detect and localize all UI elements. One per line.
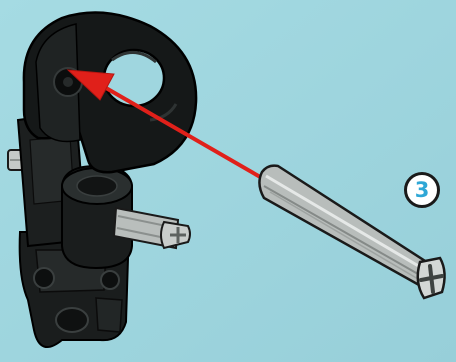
step-number: 3 xyxy=(415,180,430,201)
step-number-badge: 3 xyxy=(404,172,440,208)
axle-end-cross xyxy=(418,258,445,298)
